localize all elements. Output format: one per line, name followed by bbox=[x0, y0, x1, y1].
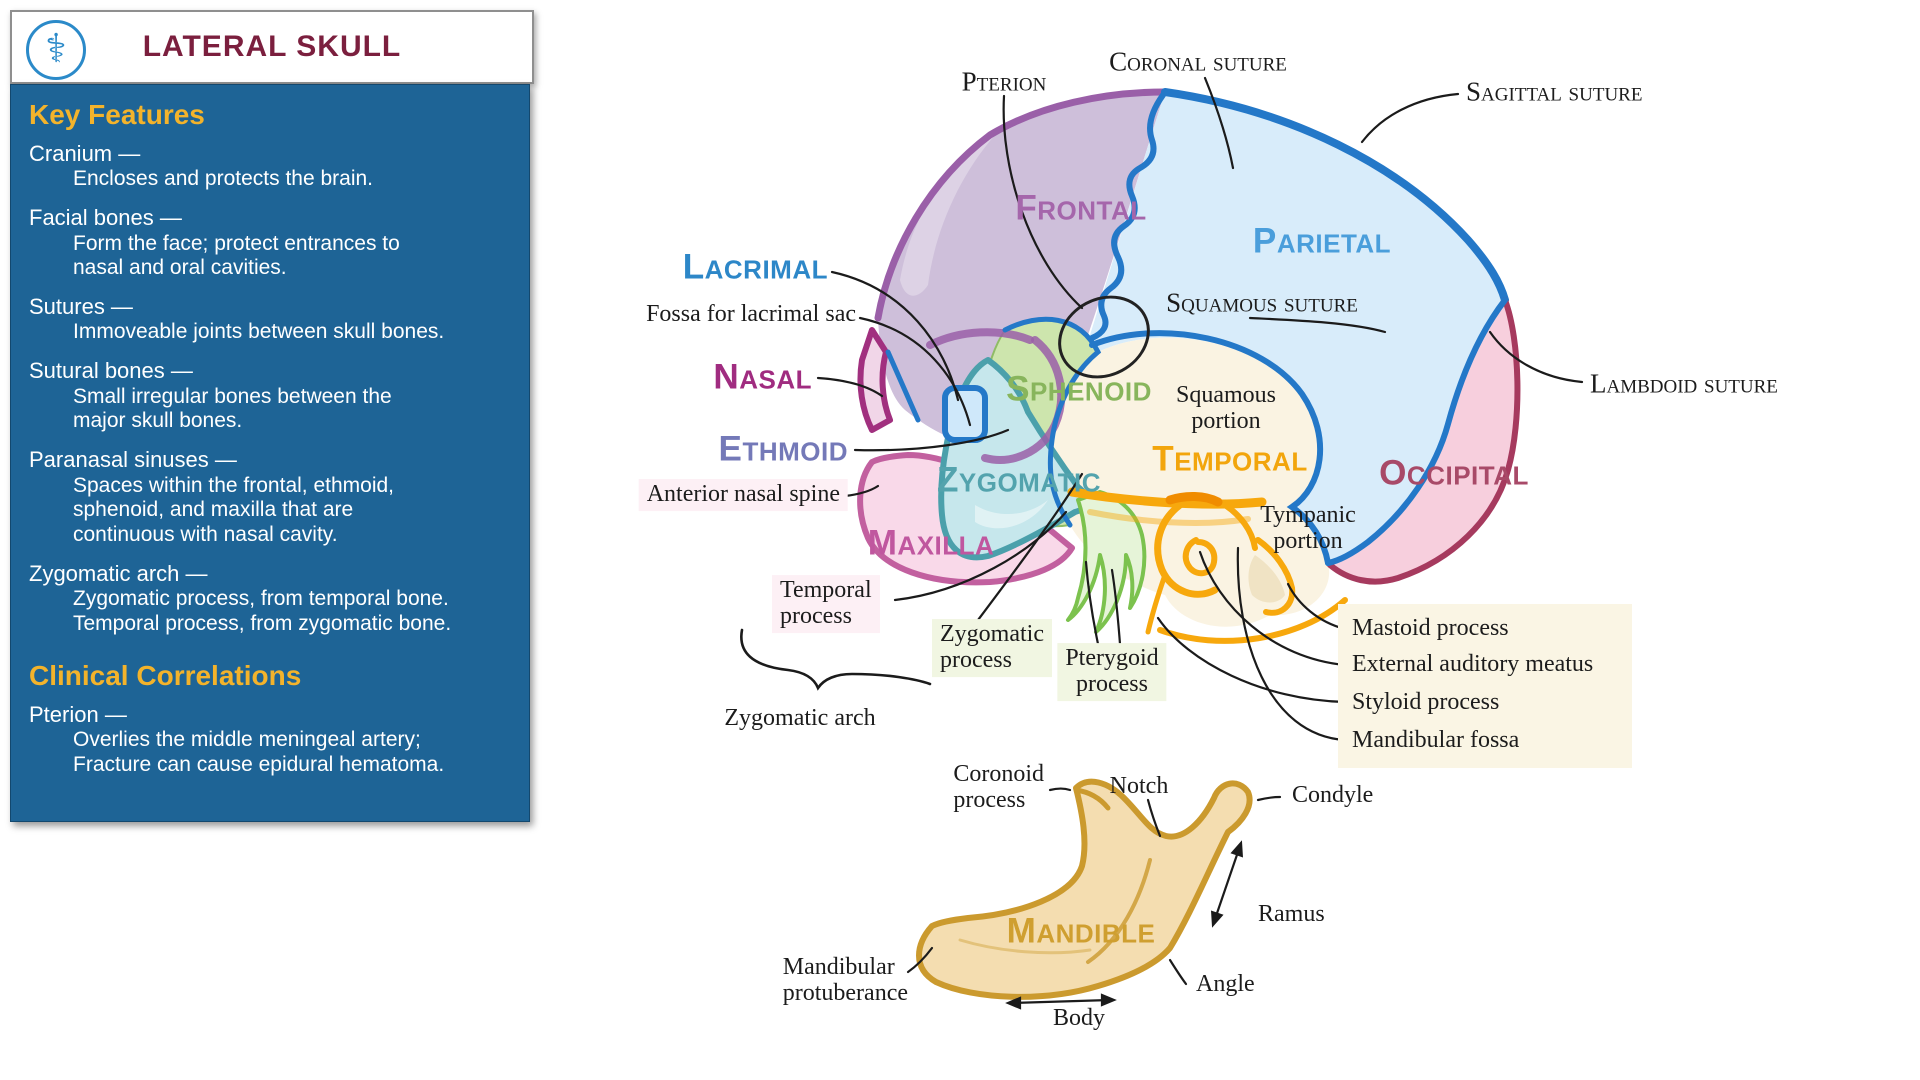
right-label-block-bg bbox=[1338, 604, 1632, 768]
label-coronoid-process: Coronoid process bbox=[953, 761, 1044, 813]
label-tympanic-portion: Tympanic portion bbox=[1260, 502, 1356, 554]
ramus-arrow bbox=[1211, 840, 1243, 928]
feature-paranasal-sinuses: Paranasal sinuses — Spaces within the fr… bbox=[29, 447, 395, 547]
mastoid-shading bbox=[1248, 555, 1285, 603]
label-angle: Angle bbox=[1196, 971, 1255, 998]
key-features-panel: Key Features Cranium — Encloses and prot… bbox=[10, 84, 530, 822]
zygomatic-arch-brace bbox=[740, 628, 932, 691]
label-nasal-bone: Nasal bbox=[713, 357, 812, 397]
clinical-pterion: Pterion — Overlies the middle meningeal … bbox=[29, 701, 445, 776]
label-zygomatic-process: Zygomatic process bbox=[932, 619, 1052, 677]
label-lacrimal-bone: Lacrimal bbox=[682, 247, 828, 287]
label-mandibular-protuberance: Mandibular protuberance bbox=[782, 954, 908, 1006]
coronal-suture-line bbox=[1089, 92, 1166, 341]
label-squamous-portion: Squamous portion bbox=[1175, 382, 1277, 434]
label-sphenoid-bone: Sphenoid bbox=[1006, 369, 1152, 409]
key-features-heading: Key Features bbox=[29, 99, 205, 130]
feature-cranium: Cranium — Encloses and protects the brai… bbox=[29, 141, 374, 191]
label-coronal-suture: Coronal suture bbox=[1109, 46, 1287, 77]
lacrimal-bone-shape bbox=[942, 385, 988, 443]
label-occipital-bone: Occipital bbox=[1379, 453, 1529, 493]
label-mastoid-process: Mastoid process bbox=[1352, 615, 1509, 642]
zygomatic-arch-lines bbox=[1067, 487, 1348, 644]
occipital-bone-shape bbox=[1328, 300, 1518, 582]
label-lambdoid-suture: Lambdoid suture bbox=[1590, 368, 1778, 399]
body-arrow bbox=[1005, 993, 1117, 1010]
nasal-bone-shape bbox=[857, 327, 893, 433]
page-title: LATERAL SKULL bbox=[142, 30, 402, 63]
label-temporal-process: Temporal process bbox=[772, 575, 880, 633]
label-fossa-for-lacrimal-sac: Fossa for lacrimal sac bbox=[646, 301, 856, 328]
label-parietal-bone: Parietal bbox=[1252, 221, 1392, 261]
label-anterior-nasal-spine: Anterior nasal spine bbox=[638, 479, 848, 511]
clinical-correlations-heading: Clinical Correlations bbox=[29, 659, 302, 691]
label-ramus: Ramus bbox=[1258, 901, 1325, 928]
feature-sutures: Sutures — Immoveable joints between skul… bbox=[29, 294, 445, 344]
label-temporal-bone: Temporal bbox=[1152, 439, 1308, 479]
label-body: Body bbox=[1052, 1005, 1106, 1032]
label-frontal-bone: Frontal bbox=[1015, 188, 1147, 228]
label-external-auditory-meatus: External auditory meatus bbox=[1352, 651, 1594, 678]
label-mandible-bone: Mandible bbox=[1006, 911, 1156, 951]
label-pterion: Pterion bbox=[961, 66, 1047, 97]
feature-facial-bones: Facial bones — Form the face; protect en… bbox=[29, 205, 400, 280]
asclepius-logo-icon: ⚕ bbox=[26, 20, 86, 80]
label-sagittal-suture: Sagittal suture bbox=[1466, 76, 1643, 107]
label-pterygoid-process: Pterygoid process bbox=[1057, 643, 1167, 701]
sidebar-header: ⚕ LATERAL SKULL bbox=[10, 10, 534, 84]
sagittal-suture-line bbox=[1161, 88, 1509, 304]
feature-zygomatic-arch: Zygomatic arch — Zygomatic process, from… bbox=[29, 560, 452, 635]
feature-sutural-bones: Sutural bones — Small irregular bones be… bbox=[29, 358, 392, 433]
label-notch: Notch bbox=[1109, 773, 1169, 800]
label-ethmoid-bone: Ethmoid bbox=[718, 429, 848, 469]
frontal-bone-shape bbox=[878, 92, 1165, 445]
label-zygomatic-bone: Zygomatic bbox=[936, 460, 1102, 500]
label-squamous-suture: Squamous suture bbox=[1166, 287, 1358, 318]
label-condyle: Condyle bbox=[1292, 782, 1374, 809]
parietal-bone-shape bbox=[1090, 92, 1505, 563]
pterion-circle bbox=[1058, 295, 1150, 379]
occipital-outer-border bbox=[1327, 297, 1521, 585]
label-mandibular-fossa: Mandibular fossa bbox=[1352, 727, 1520, 754]
frontal-outer-border bbox=[874, 88, 1169, 322]
mandible-shape bbox=[916, 778, 1253, 1000]
label-styloid-process: Styloid process bbox=[1352, 689, 1500, 716]
label-zygomatic-arch: Zygomatic arch bbox=[724, 705, 876, 732]
lambdoid-suture-line bbox=[1325, 297, 1508, 566]
label-maxilla-bone: Maxilla bbox=[867, 523, 995, 563]
leader-lines bbox=[816, 76, 1584, 986]
squamous-suture-line bbox=[1089, 330, 1331, 566]
